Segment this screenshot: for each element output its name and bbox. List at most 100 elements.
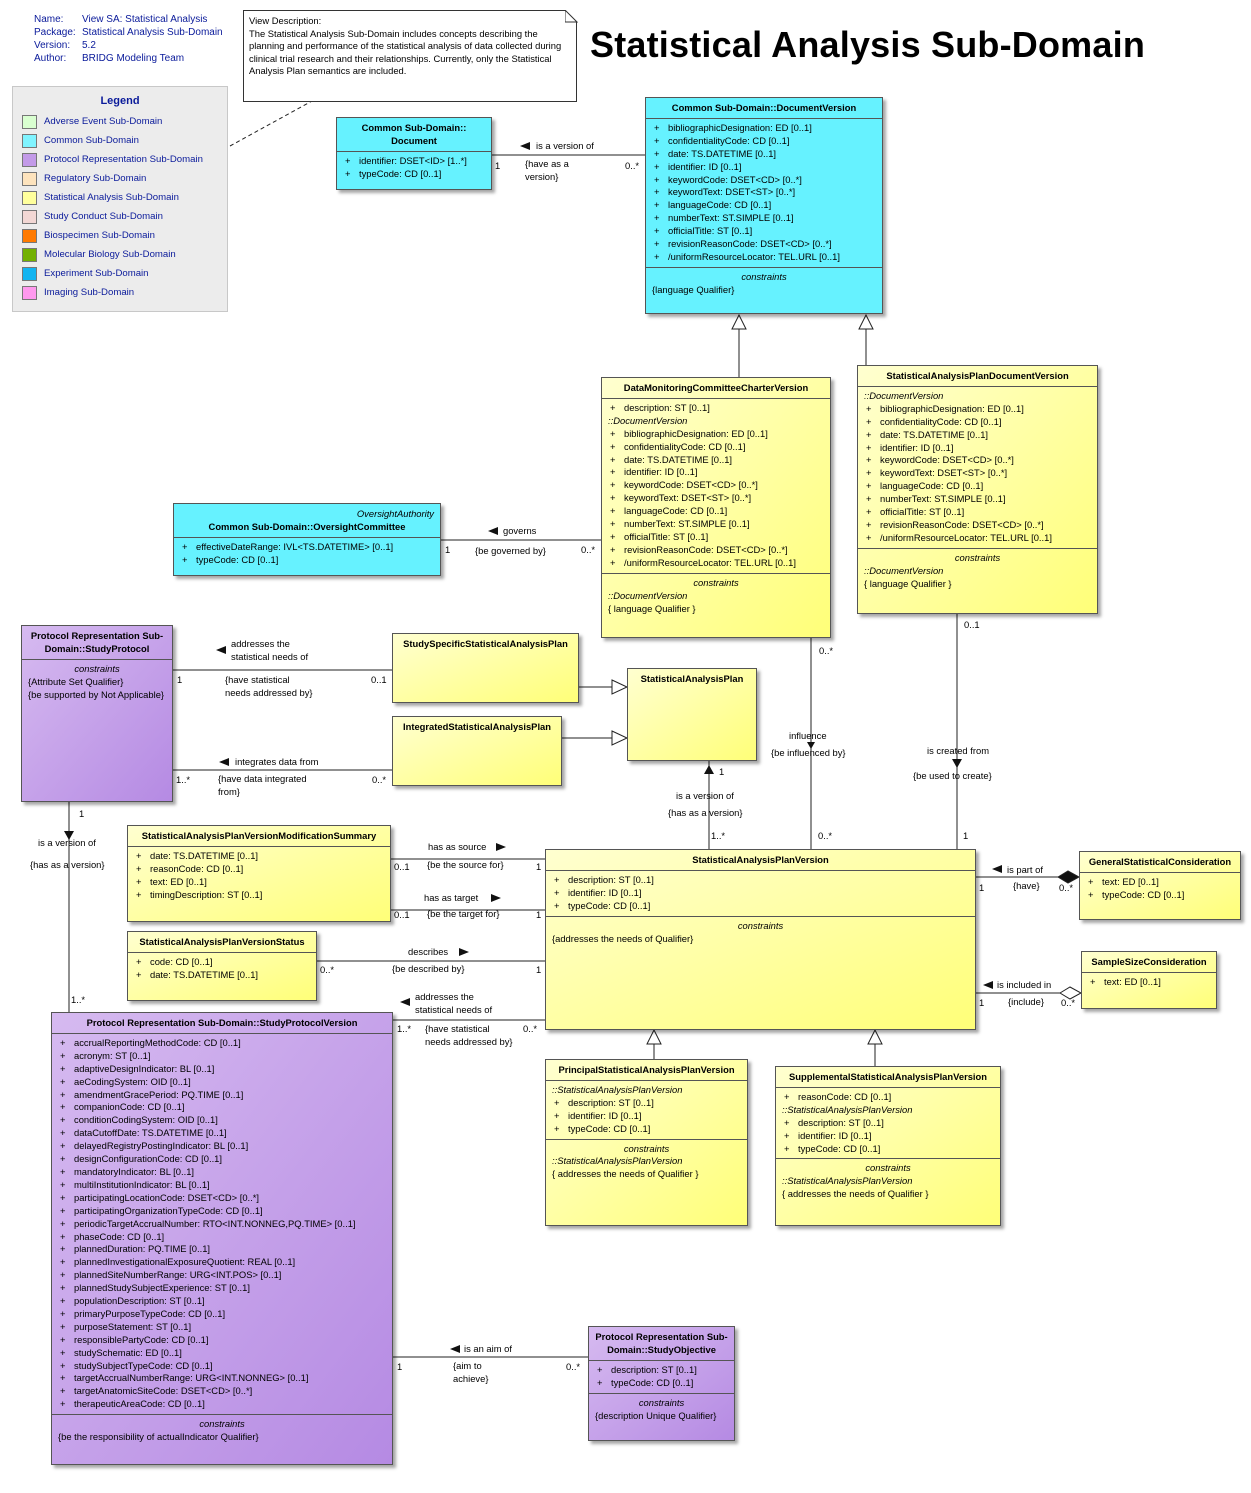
class-constraints: constraints{addresses the needs of Quali…	[546, 915, 975, 949]
constraints-title: constraints	[693, 576, 739, 588]
label-is-included-in: is included in	[997, 979, 1052, 990]
attribute-text: acronym: ST [0..1]	[74, 1049, 151, 1061]
mult-target-sapversion: 1	[536, 909, 542, 920]
attribute-text: description: ST [0..1]	[568, 1096, 654, 1108]
class-sap-version[interactable]: StatisticalAnalysisPlanVersion+descripti…	[545, 849, 976, 1030]
note-heading: View Description:	[249, 15, 322, 26]
visibility-public-icon: +	[866, 531, 872, 543]
inherited-from-label: ::DocumentVersion	[608, 414, 688, 426]
arrow-has-source	[496, 843, 506, 851]
class-attribute: +effectiveDateRange: IVL<TS.DATETIME> [0…	[178, 541, 436, 554]
constraints-inherited-from: ::DocumentVersion	[864, 564, 944, 576]
attribute-text: plannedInvestigationalExposureQuotient: …	[74, 1256, 296, 1268]
attribute-text: studySubjectTypeCode: CD [0..1]	[74, 1359, 213, 1371]
label-be-the-target-for: {be the target for}	[427, 908, 500, 919]
label-have-needs-addressed-2: {have statistical needs addressed by}	[425, 1023, 513, 1047]
constraint-text: { language Qualifier }	[864, 577, 952, 589]
class-integrated-sap[interactable]: IntegratedStatisticalAnalysisPlan	[392, 716, 562, 786]
class-attribute: +numberText: ST.SIMPLE [0..1]	[862, 493, 1093, 506]
label-be-used-to-create: {be used to create}	[913, 770, 992, 781]
class-constraints: constraints::StatisticalAnalysisPlanVers…	[546, 1138, 747, 1185]
class-attribute: +designConfigurationCode: CD [0..1]	[56, 1153, 388, 1166]
legend-title: Legend	[100, 95, 140, 107]
constraint-text: {addresses the needs of Qualifier}	[552, 932, 694, 944]
visibility-public-icon: +	[597, 1376, 603, 1388]
class-study-specific-sap[interactable]: StudySpecificStatisticalAnalysisPlan	[392, 633, 579, 703]
class-name: PrincipalStatisticalAnalysisPlanVersion	[558, 1064, 735, 1075]
class-attributes: ::StatisticalAnalysisPlanVersion+descrip…	[546, 1079, 747, 1139]
class-attribute: +bibliographicDesignation: ED [0..1]	[606, 428, 826, 441]
constraints-title: constraints	[199, 1418, 245, 1430]
class-study-objective[interactable]: Protocol Representation Sub- Domain::Stu…	[588, 1326, 735, 1441]
legend-swatch	[22, 266, 37, 281]
legend-swatch	[22, 152, 37, 167]
class-sap-version-status[interactable]: StatisticalAnalysisPlanVersionStatus+cod…	[127, 931, 317, 1001]
class-attribute: +identifier: ID [0..1]	[780, 1130, 996, 1143]
mult-source-mod: 0..1	[394, 861, 410, 872]
label-sap-has-as-a-version: {has as a version}	[668, 807, 743, 818]
class-attribute: +amendmentGracePeriod: PQ.TIME [0..1]	[56, 1089, 388, 1102]
visibility-public-icon: +	[60, 1346, 66, 1358]
attribute-text: therapeuticAreaCode: CD [0..1]	[74, 1398, 205, 1410]
legend-item: Regulatory Sub-Domain	[13, 169, 227, 188]
attribute-text: identifier: ID [0..1]	[568, 886, 642, 898]
class-modification-summary[interactable]: StatisticalAnalysisPlanVersionModificati…	[127, 825, 391, 922]
meta-key: Name:	[34, 14, 64, 25]
visibility-public-icon: +	[654, 173, 660, 185]
label-be-influenced-by: {be influenced by}	[771, 747, 846, 758]
class-attribute: +text: ED [0..1]	[1086, 976, 1212, 989]
class-general-statistical-consideration[interactable]: GeneralStatisticalConsideration+text: ED…	[1079, 851, 1241, 920]
visibility-public-icon: +	[610, 492, 616, 504]
class-attribute: +multiInstitutionIndicator: BL [0..1]	[56, 1179, 388, 1192]
legend-item: Molecular Biology Sub-Domain	[13, 245, 227, 264]
class-attribute: +description: ST [0..1]	[593, 1364, 730, 1377]
mult-study-specific: 0..1	[371, 674, 387, 685]
class-statistical-analysis-plan[interactable]: StatisticalAnalysisPlan	[627, 668, 757, 761]
visibility-public-icon: +	[182, 553, 188, 565]
mult-dmc: 0..*	[819, 645, 834, 656]
meta-value: 5.2	[82, 40, 96, 51]
mult-sp: 1	[79, 808, 85, 819]
class-attribute: +studySubjectTypeCode: CD [0..1]	[56, 1360, 388, 1373]
legend-item: Adverse Event Sub-Domain	[13, 112, 227, 131]
class-attribute: +acronym: ST [0..1]	[56, 1050, 388, 1063]
class-sap-document-version[interactable]: StatisticalAnalysisPlanDocumentVersion::…	[857, 365, 1098, 614]
class-principal-sap-version[interactable]: PrincipalStatisticalAnalysisPlanVersion:…	[545, 1059, 748, 1226]
class-attribute: +date: TS.DATETIME [0..1]	[650, 148, 878, 161]
constraint-text: { addresses the needs of Qualifier }	[552, 1168, 699, 1180]
class-header: DataMonitoringCommitteeCharterVersion	[602, 378, 830, 398]
class-attribute: +date: TS.DATETIME [0..1]	[862, 429, 1093, 442]
class-attribute: +officialTitle: ST [0..1]	[650, 225, 878, 238]
constraint-text: { language Qualifier }	[608, 602, 696, 614]
attribute-text: identifier: ID [0..1]	[798, 1129, 872, 1141]
visibility-public-icon: +	[654, 147, 660, 159]
class-attribute: +mandatoryIndicator: BL [0..1]	[56, 1166, 388, 1179]
note-text: The Statistical Analysis Sub-Domain incl…	[249, 27, 562, 77]
visibility-public-icon: +	[654, 225, 660, 237]
class-dmc-charter-version[interactable]: DataMonitoringCommitteeCharterVersion+de…	[601, 377, 831, 638]
visibility-public-icon: +	[60, 1295, 66, 1307]
class-document[interactable]: Common Sub-Domain:: Document+identifier:…	[336, 117, 492, 190]
class-sample-size-consideration[interactable]: SampleSizeConsideration+text: ED [0..1]	[1081, 951, 1217, 1009]
class-header: StudySpecificStatisticalAnalysisPlan	[393, 634, 578, 654]
visibility-public-icon: +	[60, 1088, 66, 1100]
visibility-public-icon: +	[345, 167, 351, 179]
attribute-text: numberText: ST.SIMPLE [0..1]	[624, 518, 750, 530]
class-constraints: constraints::DocumentVersion{ language Q…	[858, 547, 1097, 594]
visibility-public-icon: +	[60, 1075, 66, 1087]
class-header: StatisticalAnalysisPlanVersion	[546, 850, 975, 870]
label-sp-is-a-version-of: is a version of	[38, 837, 96, 848]
class-attributes: +description: ST [0..1]+identifier: ID […	[546, 869, 975, 916]
class-study-protocol[interactable]: Protocol Representation Sub- Domain::Stu…	[21, 625, 173, 802]
class-document-version[interactable]: Common Sub-Domain::DocumentVersion+bibli…	[645, 97, 883, 314]
meta-row: Name:View SA: Statistical Analysis	[34, 13, 223, 26]
class-attributes: +identifier: DSET<ID> [1..*]+typeCode: C…	[337, 150, 491, 184]
class-study-protocol-version[interactable]: Protocol Representation Sub-Domain::Stud…	[51, 1012, 393, 1465]
visibility-public-icon: +	[866, 506, 872, 518]
class-header: Common Sub-Domain::DocumentVersion	[646, 98, 882, 118]
class-supplemental-sap-version[interactable]: SupplementalStatisticalAnalysisPlanVersi…	[775, 1066, 1001, 1226]
attribute-text: languageCode: CD [0..1]	[668, 199, 772, 211]
attribute-text: typeCode: CD [0..1]	[1102, 888, 1185, 900]
